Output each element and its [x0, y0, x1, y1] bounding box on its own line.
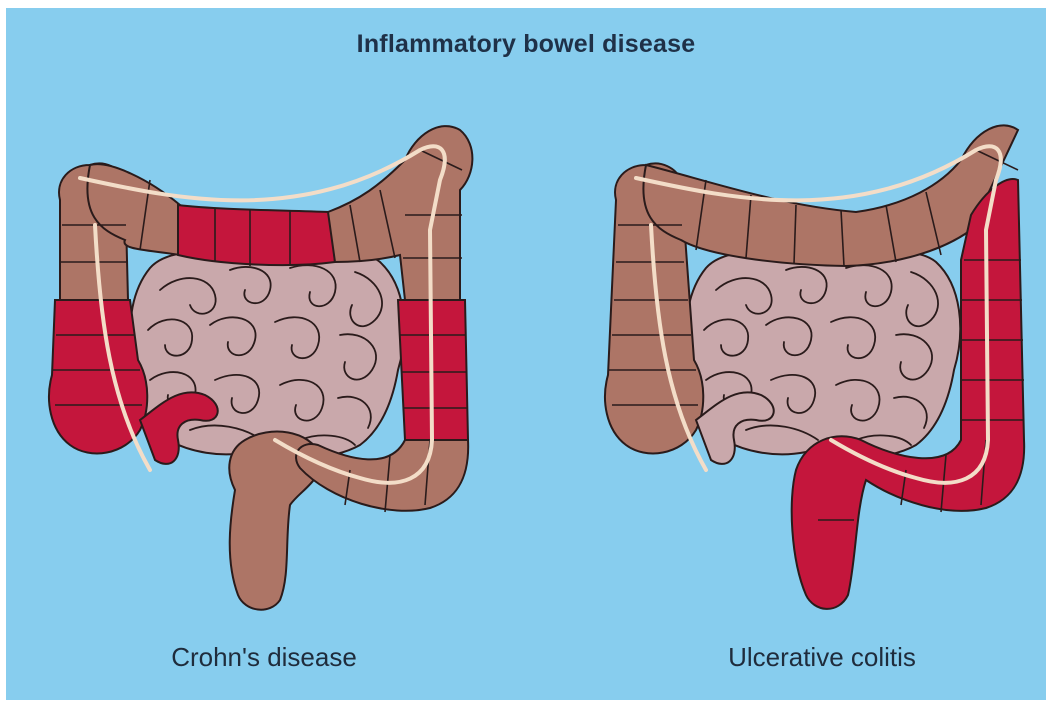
- transverse-colon: [643, 125, 1018, 266]
- colitis-caption: Ulcerative colitis: [612, 642, 1032, 673]
- sigmoid-colon: [296, 440, 468, 511]
- crohns-caption: Crohn's disease: [54, 642, 474, 673]
- diagram-title: Inflammatory bowel disease: [0, 30, 1052, 59]
- colitis-diagram: [605, 125, 1024, 608]
- crohns-diagram: [49, 126, 472, 610]
- inflamed-transverse: [178, 205, 335, 265]
